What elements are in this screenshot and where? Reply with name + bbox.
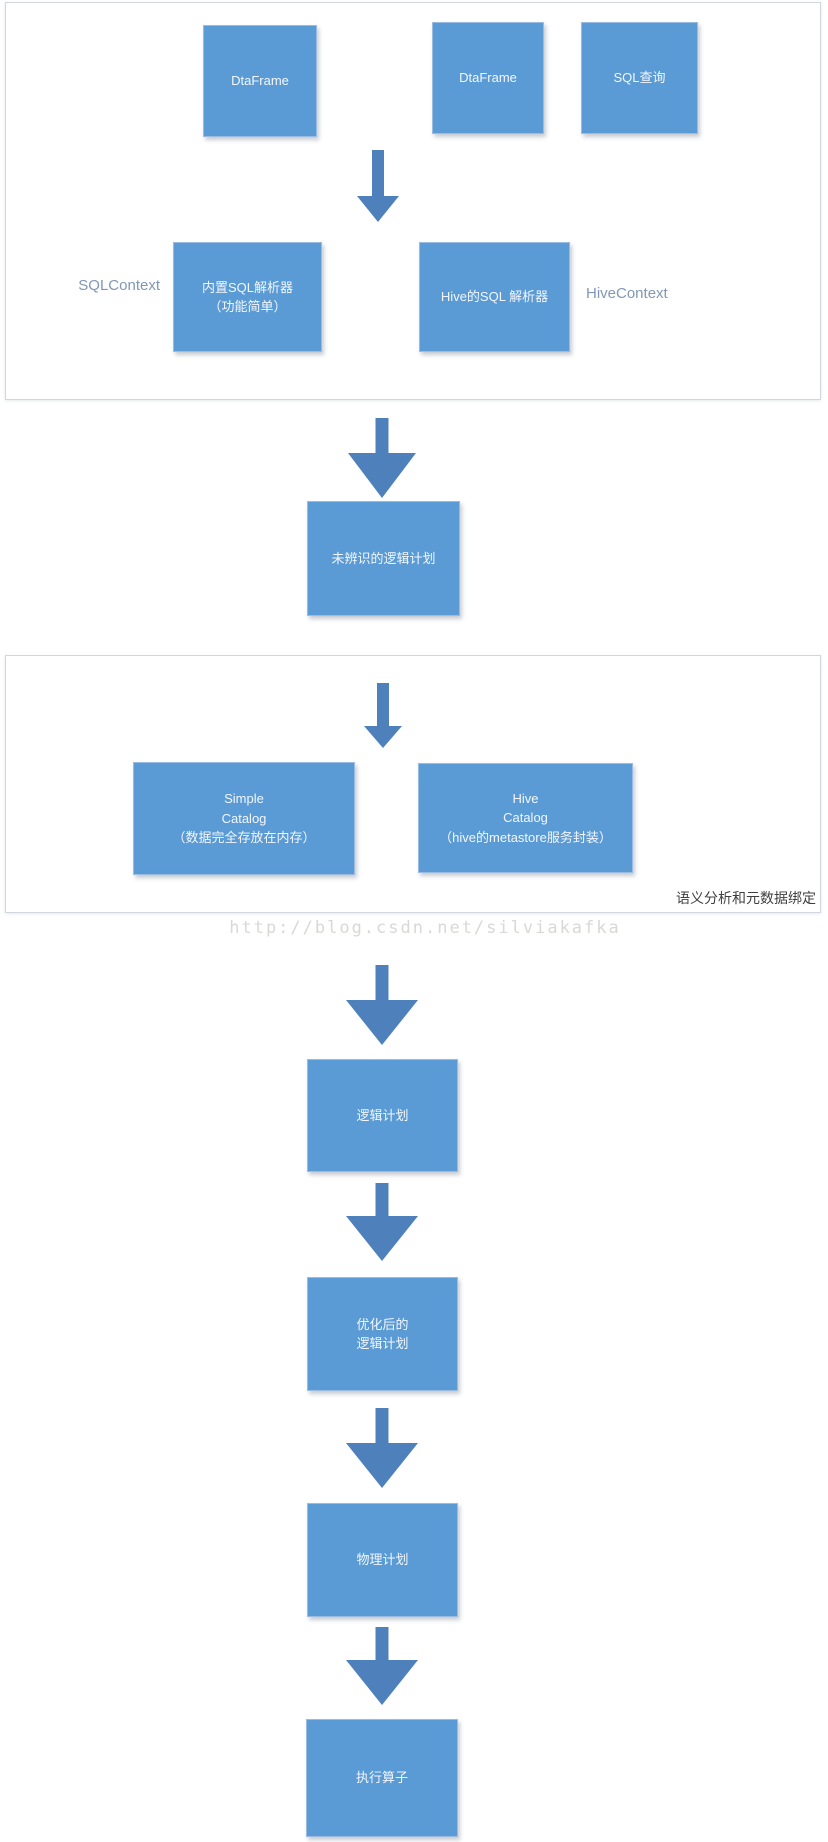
box-label-line2: Catalog — [221, 810, 267, 826]
box-label-line3: （数据完全存放在内存） — [172, 830, 316, 846]
label-semantic-analysis: 语义分析和元数据绑定 — [676, 890, 816, 906]
box-label: 未辨识的逻辑计划 — [331, 550, 436, 566]
box-executor: 执行算子 — [306, 1719, 458, 1837]
arrow-down-icon — [364, 683, 402, 748]
watermark-url: http://blog.csdn.net/silviakafka — [229, 918, 621, 938]
arrow-down-icon — [348, 418, 416, 498]
box-physical-plan: 物理计划 — [307, 1503, 458, 1617]
box-label-line2: 逻辑计划 — [356, 1336, 409, 1351]
box-label-line2: （功能简单） — [208, 299, 287, 314]
arrow-down-icon — [357, 150, 399, 222]
box-label-line3: （hive的metastore服务封装） — [439, 829, 612, 845]
box-label-line1: Hive — [512, 790, 539, 806]
box-hive-sql-parser: Hive的SQL 解析器 — [419, 242, 570, 352]
box-label: DtaFrame — [231, 73, 289, 89]
label-sqlcontext: SQLContext — [78, 277, 160, 294]
box-label-line1: 内置SQL解析器 — [201, 279, 293, 295]
panel-catalogs — [5, 655, 821, 913]
arrow-down-icon — [346, 1408, 418, 1488]
box-label-line1: 优化后的 — [356, 1316, 409, 1332]
arrow-shaft — [375, 418, 389, 453]
box-label-line1: Simple — [224, 791, 264, 807]
arrow-head — [346, 1660, 418, 1705]
arrow-head — [346, 1000, 418, 1045]
panel-sql-contexts — [5, 2, 821, 400]
arrow-down-icon — [346, 1627, 418, 1705]
box-unresolved-logical-plan: 未辨识的逻辑计划 — [307, 501, 460, 616]
box-label: DtaFrame — [459, 70, 517, 86]
box-label: 物理计划 — [356, 1552, 409, 1568]
box-dataframe-mid: DtaFrame — [432, 22, 544, 134]
arrow-shaft — [375, 1408, 389, 1443]
arrow-shaft — [375, 965, 389, 1000]
box-optimized-logical-plan: 优化后的 逻辑计划 — [307, 1277, 458, 1391]
arrow-shaft — [375, 1183, 389, 1216]
arrow-head — [346, 1443, 418, 1488]
box-sql-query: SQL查询 — [581, 22, 698, 134]
box-label: Hive的SQL 解析器 — [440, 289, 549, 305]
box-label-line2: Catalog — [503, 810, 548, 826]
box-logical-plan: 逻辑计划 — [307, 1059, 458, 1172]
arrow-shaft — [377, 683, 389, 726]
arrow-down-icon — [346, 1183, 418, 1261]
arrow-head — [357, 196, 399, 222]
box-label: SQL查询 — [613, 70, 666, 86]
arrow-head — [346, 1216, 418, 1261]
arrow-head — [348, 453, 416, 498]
arrow-shaft — [375, 1627, 389, 1660]
box-simple-catalog: Simple Catalog （数据完全存放在内存） — [133, 762, 355, 875]
box-hive-catalog: Hive Catalog （hive的metastore服务封装） — [418, 763, 633, 873]
arrow-down-icon — [346, 965, 418, 1045]
arrow-head — [364, 726, 402, 748]
box-builtin-sql-parser: 内置SQL解析器 （功能简单） — [173, 242, 322, 352]
box-label: 逻辑计划 — [356, 1107, 409, 1123]
box-dataframe-left: DtaFrame — [203, 25, 317, 137]
label-hivecontext: HiveContext — [586, 285, 668, 302]
arrow-shaft — [372, 150, 384, 196]
box-label: 执行算子 — [355, 1770, 408, 1786]
